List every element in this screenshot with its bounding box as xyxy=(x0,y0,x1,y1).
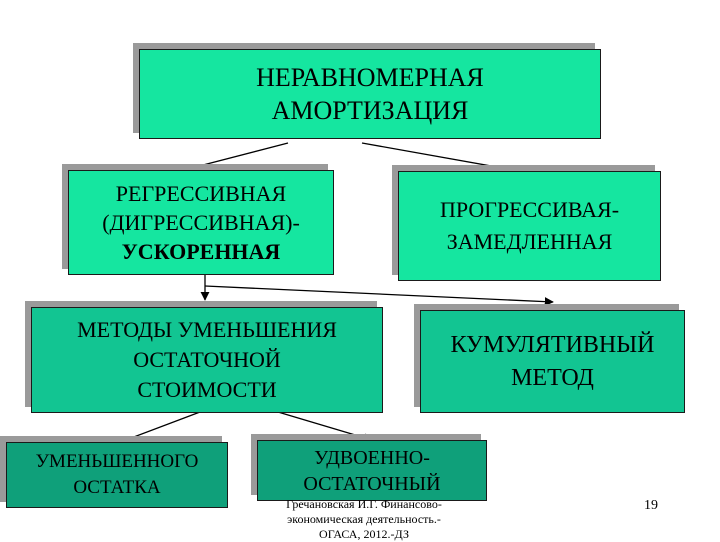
reducing-balance-line-3: СТОИМОСТИ xyxy=(137,377,277,402)
regressive-node-line-2: (ДИГРЕССИВНАЯ)- xyxy=(102,210,300,235)
arrow-root-to-progressive xyxy=(361,142,526,176)
regressive-node: РЕГРЕССИВНАЯ (ДИГРЕССИВНАЯ)- УСКОРЕННАЯ xyxy=(68,170,334,275)
reduced-balance-line-1: УМЕНЬШЕННОГО xyxy=(35,451,199,472)
progressive-node-line-1: ПРОГРЕССИВАЯ- xyxy=(439,197,620,222)
regressive-node-line-1: РЕГРЕССИВНАЯ xyxy=(115,181,287,206)
double-declining-node: УДВОЕННО- ОСТАТОЧНЫЙ xyxy=(257,440,487,501)
double-declining-line-2: ОСТАТОЧНЫЙ xyxy=(303,472,441,495)
progressive-node-line-2: ЗАМЕДЛЕННАЯ xyxy=(446,229,613,254)
reducing-balance-line-1: МЕТОДЫ УМЕНЬШЕНИЯ xyxy=(77,317,337,342)
footer-line-2: экономическая деятельность.- xyxy=(287,512,441,526)
arrow-regressive-to-cumulative xyxy=(204,285,554,307)
footer-line-1: Гречановская И.Г. Финансово- xyxy=(286,497,442,511)
progressive-node: ПРОГРЕССИВАЯ- ЗАМЕДЛЕННАЯ xyxy=(398,171,661,281)
root-node: НЕРАВНОМЕРНАЯ АМОРТИЗАЦИЯ xyxy=(139,49,601,139)
cumulative-line-1: КУМУЛЯТИВНЫЙ xyxy=(450,331,655,358)
arrow-methods-to-double-declining xyxy=(277,411,373,443)
reducing-balance-line-2: ОСТАТОЧНОЙ xyxy=(133,347,281,372)
root-node-line-1: НЕРАВНОМЕРНАЯ xyxy=(256,63,484,92)
reduced-balance-node: УМЕНЬШЕННОГО ОСТАТКА xyxy=(6,442,228,508)
arrow-methods-to-reduced-balance xyxy=(117,411,201,445)
cumulative-line-2: МЕТОД xyxy=(511,364,594,391)
reduced-balance-line-2: ОСТАТКА xyxy=(73,477,161,498)
footer-line-3: ОГАСА, 2012.-ДЗ xyxy=(319,527,409,541)
root-node-line-2: АМОРТИЗАЦИЯ xyxy=(271,96,469,125)
double-declining-line-1: УДВОЕННО- xyxy=(314,446,430,469)
footer-citation: Гречановская И.Г. Финансово- экономическ… xyxy=(258,497,470,542)
page-number: 19 xyxy=(644,498,658,513)
cumulative-method-node: КУМУЛЯТИВНЫЙ МЕТОД xyxy=(420,310,685,413)
reducing-balance-methods-node: МЕТОДЫ УМЕНЬШЕНИЯ ОСТАТОЧНОЙ СТОИМОСТИ xyxy=(31,307,383,413)
regressive-node-bold-line: УСКОРЕННАЯ xyxy=(121,239,281,264)
arrow-root-to-regressive xyxy=(175,142,289,175)
